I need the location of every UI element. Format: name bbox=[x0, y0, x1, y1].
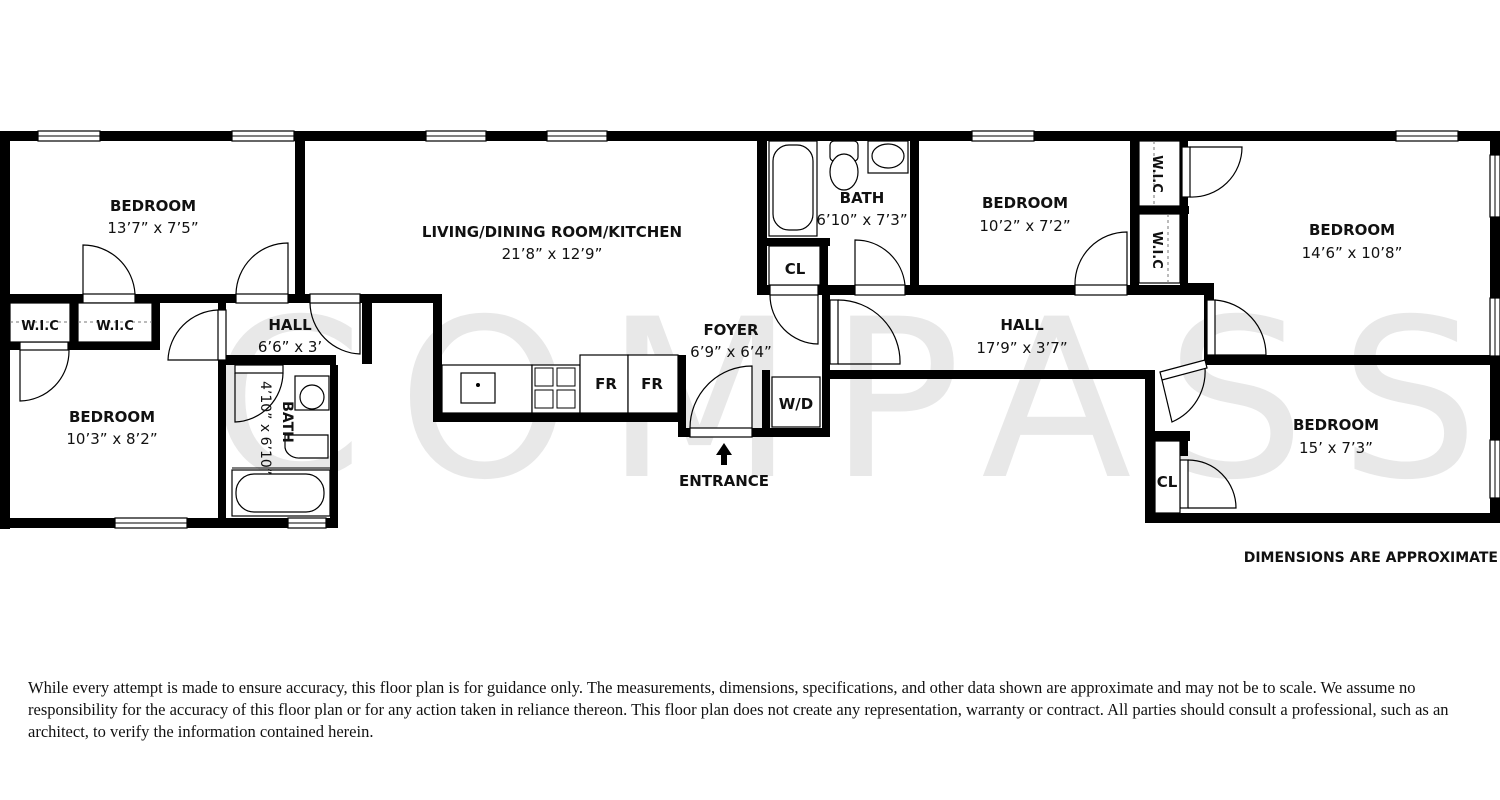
entrance-label: ENTRANCE bbox=[679, 472, 769, 490]
bedroom-nw-dims: 13’7” x 7’5” bbox=[107, 219, 198, 237]
disclaimer-text: While every attempt is made to ensure ac… bbox=[28, 678, 1449, 741]
fridge-1-label: FR bbox=[595, 375, 617, 393]
entrance-arrow-icon bbox=[716, 443, 732, 465]
bedroom-sw-name: BEDROOM bbox=[69, 408, 155, 426]
bath-left-name: BATH bbox=[279, 401, 295, 443]
room-labels: BEDROOM 13’7” x 7’5” W.I.C W.I.C HALL 6’… bbox=[21, 155, 1402, 491]
foyer-name: FOYER bbox=[703, 321, 759, 339]
bedroom-nw-name: BEDROOM bbox=[110, 197, 196, 215]
washer-dryer-label: W/D bbox=[779, 395, 813, 413]
wic-right-1-label: W.I.C bbox=[1149, 155, 1164, 193]
bedroom-se-dims: 15’ x 7’3” bbox=[1299, 439, 1373, 457]
dimensions-note: DIMENSIONS ARE APPROXIMATE bbox=[1243, 550, 1498, 566]
bath-left-dims: 4’10” x 6’10” bbox=[257, 381, 273, 475]
wic-left-2-label: W.I.C bbox=[96, 319, 134, 334]
bedroom-sw-dims: 10’3” x 8’2” bbox=[66, 430, 157, 448]
windows bbox=[37, 130, 1500, 529]
living-dims: 21’8” x 12’9” bbox=[502, 245, 603, 263]
wic-left-1-label: W.I.C bbox=[21, 319, 59, 334]
foyer-dims: 6’9” x 6’4” bbox=[690, 343, 772, 361]
bedroom-center-dims: 10’2” x 7’2” bbox=[979, 217, 1070, 235]
living-name: LIVING/DINING ROOM/KITCHEN bbox=[422, 223, 682, 241]
wic-right-2-label: W.I.C bbox=[1149, 231, 1164, 269]
doors bbox=[19, 146, 1267, 509]
hall-center-name: HALL bbox=[1000, 316, 1044, 334]
bath-center-name: BATH bbox=[840, 189, 885, 207]
fixtures bbox=[9, 140, 1181, 517]
bedroom-ne-dims: 14’6” x 10’8” bbox=[1302, 244, 1403, 262]
hall-left-dims: 6’6” x 3’ bbox=[258, 338, 322, 356]
entrance-marker: ENTRANCE bbox=[679, 443, 769, 490]
closet-center-label: CL bbox=[785, 260, 806, 278]
closet-se-label: CL bbox=[1157, 473, 1178, 491]
bedroom-se-name: BEDROOM bbox=[1293, 416, 1379, 434]
hall-center-dims: 17’9” x 3’7” bbox=[976, 339, 1067, 357]
fridge-2-label: FR bbox=[641, 375, 663, 393]
bedroom-ne-name: BEDROOM bbox=[1309, 221, 1395, 239]
hall-left-name: HALL bbox=[268, 316, 312, 334]
bedroom-center-name: BEDROOM bbox=[982, 194, 1068, 212]
bath-center-dims: 6’10” x 7’3” bbox=[816, 211, 907, 229]
